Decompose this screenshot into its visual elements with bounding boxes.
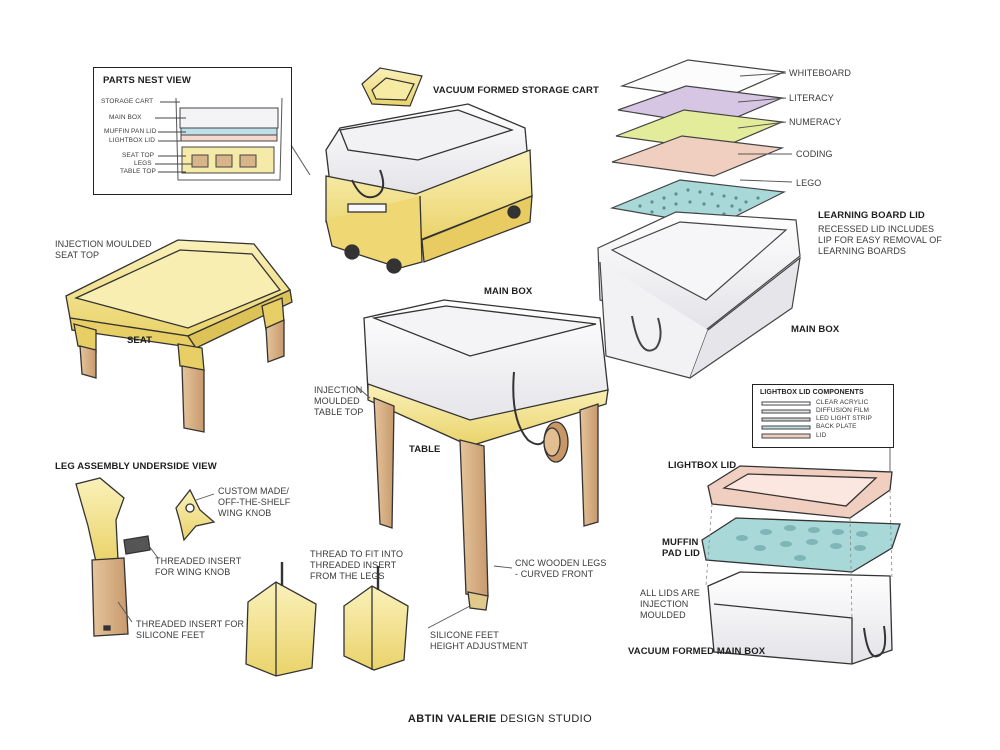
studio-footer: ABTIN VALERIE DESIGN STUDIO bbox=[0, 713, 1000, 725]
parts-nest-view-title: PARTS NEST VIEW bbox=[103, 75, 191, 86]
insert-wing-knob-callout: THREADED INSERT FOR WING KNOB bbox=[155, 556, 242, 577]
muffin-pad-lid-label: MUFFIN PAD LID bbox=[662, 537, 700, 559]
leg-assembly-leaders bbox=[117, 385, 513, 629]
nest-view-sketch bbox=[155, 97, 283, 181]
nest-item-muffin-pan-lid: MUFFIN PAN LID bbox=[104, 128, 157, 135]
parts-nest-view-frame bbox=[93, 67, 292, 195]
table-label: TABLE bbox=[409, 444, 441, 455]
seat-label: SEAT bbox=[127, 335, 153, 346]
insert-silicone-feet-callout: THREADED INSERT FOR SILICONE FEET bbox=[136, 619, 245, 640]
vacuum-formed-main-box-label: VACUUM FORMED MAIN BOX bbox=[628, 646, 766, 657]
table-top-callout: INJECTION MOULDED TABLE TOP bbox=[314, 385, 364, 417]
nest-item-storage-cart: STORAGE CART bbox=[101, 98, 154, 105]
seat-top-callout: INJECTION MOULDED SEAT TOP bbox=[55, 239, 152, 260]
nest-view-leader bbox=[290, 144, 311, 176]
silicone-feet-callout: SILICONE FEET HEIGHT ADJUSTMENT bbox=[430, 630, 529, 651]
board-label-numeracy: NUMERACY bbox=[789, 117, 842, 127]
table-sketch bbox=[363, 299, 609, 611]
all-lids-note: ALL LIDS ARE INJECTION MOULDED bbox=[640, 588, 700, 620]
lightbox-components-frame bbox=[752, 384, 894, 448]
learning-board-lid-title: LEARNING BOARD LID bbox=[818, 210, 925, 221]
lightbox-dashed-guides bbox=[705, 489, 893, 621]
silicone-feet-sketch bbox=[245, 562, 409, 677]
lightbox-components-sketch bbox=[761, 401, 811, 439]
lightbox-lid-label: LIGHTBOX LID bbox=[668, 460, 737, 471]
leg-assembly-sketch bbox=[75, 477, 216, 637]
learning-board-lid-note: RECESSED LID INCLUDES LIP FOR EASY REMOV… bbox=[818, 224, 943, 256]
board-label-lego: LEGO bbox=[796, 178, 822, 188]
main-box-label-right: MAIN BOX bbox=[791, 324, 840, 335]
component-diffusion-film: DIFFUSION FILM bbox=[816, 407, 870, 414]
component-clear-acrylic: CLEAR ACRYLIC bbox=[816, 399, 869, 406]
board-label-literacy: LITERACY bbox=[789, 93, 834, 103]
component-lid: LID bbox=[816, 432, 827, 439]
board-label-coding: CODING bbox=[796, 149, 833, 159]
learning-boards-sketch bbox=[597, 59, 801, 379]
studio-name-rest: DESIGN STUDIO bbox=[496, 713, 593, 725]
nest-item-legs: LEGS bbox=[134, 160, 152, 167]
lightbox-components-title: LIGHTBOX LID COMPONENTS bbox=[760, 389, 864, 396]
nest-item-seat-top: SEAT TOP bbox=[122, 152, 155, 159]
thread-callout: THREAD TO FIT INTO THREADED INSERT FROM … bbox=[310, 549, 404, 581]
board-label-whiteboard: WHITEBOARD bbox=[789, 68, 852, 78]
nest-item-table-top: TABLE TOP bbox=[120, 168, 156, 175]
storage-tray-sketch bbox=[361, 67, 423, 107]
component-led-light-strip: LED LIGHT STRIP bbox=[816, 415, 872, 422]
storage-cart-label: VACUUM FORMED STORAGE CART bbox=[433, 85, 599, 96]
leg-assembly-title: LEG ASSEMBLY UNDERSIDE VIEW bbox=[55, 461, 217, 472]
learning-boards-leaders bbox=[737, 72, 793, 183]
nest-item-main-box: MAIN BOX bbox=[109, 114, 142, 121]
component-back-plate: BACK PLATE bbox=[816, 423, 857, 430]
lightbox-stack-sketch bbox=[701, 465, 901, 665]
seat-sketch bbox=[65, 239, 293, 433]
storage-cart-sketch bbox=[325, 103, 533, 274]
wing-knob-callout: CUSTOM MADE/ OFF-THE-SHELF WING KNOB bbox=[218, 486, 291, 518]
main-box-label-table: MAIN BOX bbox=[484, 286, 533, 297]
studio-name-bold: ABTIN VALERIE bbox=[407, 713, 497, 725]
nest-item-lightbox-lid: LIGHTBOX LID bbox=[109, 137, 155, 144]
cnc-legs-callout: CNC WOODEN LEGS - CURVED FRONT bbox=[515, 558, 607, 579]
